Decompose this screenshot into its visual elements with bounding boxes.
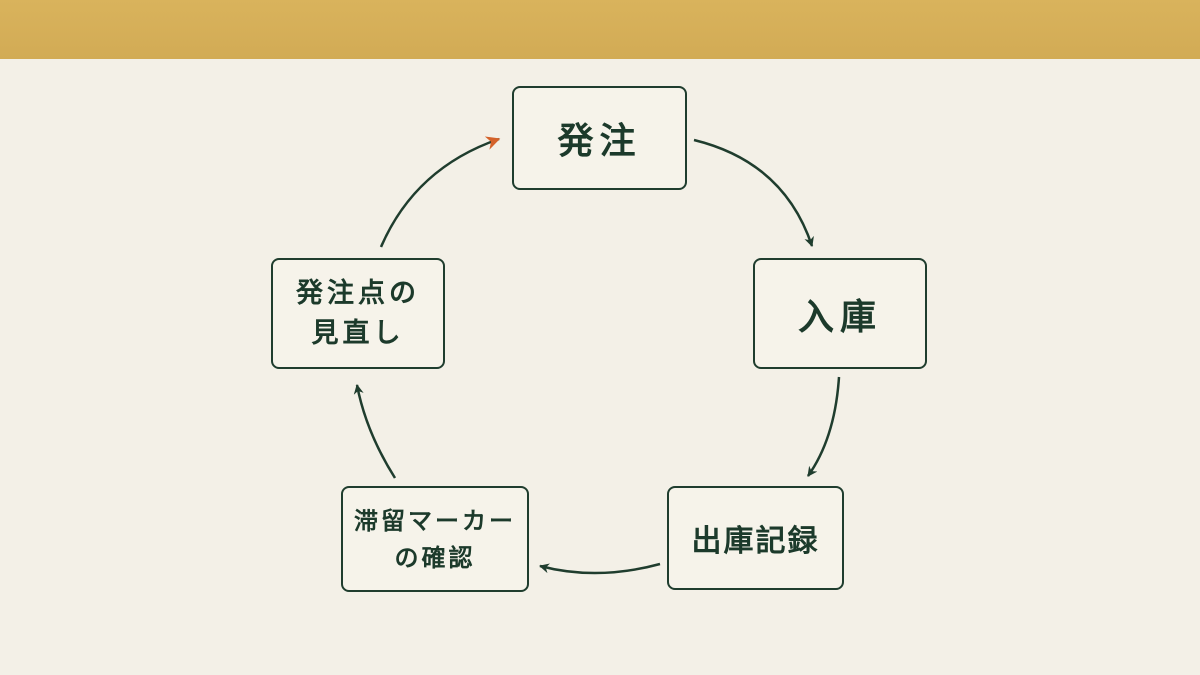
node-receiving: 入庫 xyxy=(753,258,927,369)
node-stale-marker: 滞留マーカー の確認 xyxy=(341,486,529,592)
arrow-marker-to-review xyxy=(353,384,397,479)
arrow-review-to-order xyxy=(379,136,501,248)
node-receiving-label: 入庫 xyxy=(797,295,882,338)
arrow-order-to-receiving xyxy=(693,138,814,247)
node-order-label: 発注 xyxy=(557,120,642,162)
arrow-shipping-to-marker xyxy=(539,562,661,575)
node-shipping-record: 出庫記録 xyxy=(667,486,844,590)
node-reorder-point-review-label: 発注点の 見直し xyxy=(296,278,420,349)
header-band xyxy=(0,0,1200,59)
node-stale-marker-label: 滞留マーカー の確認 xyxy=(354,505,516,572)
node-reorder-point-review: 発注点の 見直し xyxy=(271,258,445,369)
arrow-receiving-to-shipping xyxy=(806,376,841,477)
node-order: 発注 xyxy=(512,86,687,190)
node-shipping-record-label: 出庫記録 xyxy=(691,524,820,559)
